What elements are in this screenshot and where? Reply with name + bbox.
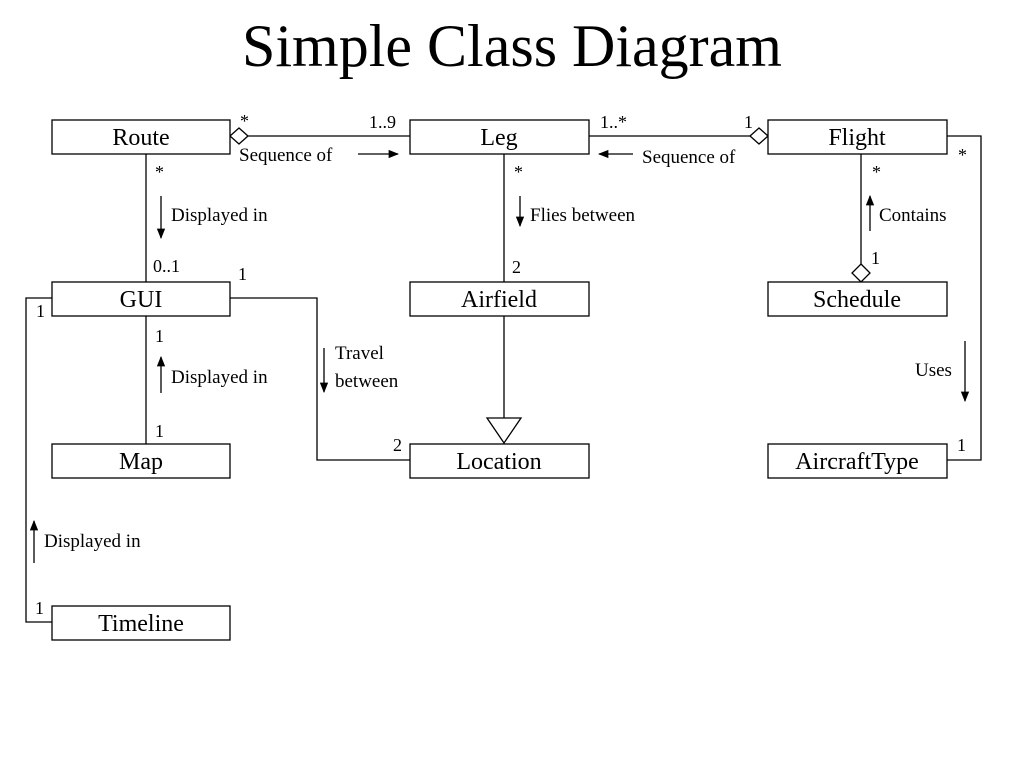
class-name-flight: Flight (828, 125, 886, 151)
multiplicity: 2 (512, 257, 521, 277)
multiplicity: 1 (155, 326, 164, 346)
gui-location-association (230, 297, 410, 461)
gui-timeline-association (25, 297, 52, 623)
class-box-aircrafttype (767, 443, 948, 479)
multiplicity: 1 (238, 264, 247, 284)
flight-schedule-label: Contains (879, 205, 947, 226)
class-box-airfield (409, 281, 590, 317)
class-name-timeline: Timeline (98, 611, 184, 637)
gui-location-label-line1: Travel (335, 343, 384, 364)
diagram-title: Simple Class Diagram (242, 13, 782, 79)
route-aggregation-diamond (229, 127, 249, 145)
multiplicity: 1 (957, 435, 966, 455)
class-name-map: Map (119, 449, 163, 475)
multiplicity: 1..* (600, 112, 627, 132)
class-box-schedule (767, 281, 948, 317)
multiplicity: 1 (35, 598, 44, 618)
class-name-schedule: Schedule (813, 287, 901, 313)
multiplicity: * (872, 162, 881, 182)
multiplicity: * (958, 145, 967, 165)
multiplicity: 1 (155, 421, 164, 441)
class-box-location (409, 443, 590, 479)
multiplicity: 1 (36, 301, 45, 321)
multiplicity: 0..1 (153, 256, 180, 276)
multiplicity: * (155, 162, 164, 182)
class-box-route (51, 119, 231, 155)
class-name-airfield: Airfield (461, 287, 537, 313)
class-box-timeline (51, 605, 231, 641)
gui-timeline-label: Displayed in (44, 531, 141, 552)
flight-aircrafttype-label: Uses (915, 360, 952, 381)
leg-airfield-label: Flies between (530, 205, 636, 226)
class-box-flight (767, 119, 948, 155)
class-name-leg: Leg (480, 125, 517, 151)
schedule-aggregation-diamond (851, 263, 871, 283)
class-box-leg (409, 119, 590, 155)
flight-aircrafttype-association (947, 135, 982, 461)
gui-location-label-line2: between (335, 371, 399, 392)
generalization-triangle (485, 417, 523, 445)
class-box-map (51, 443, 231, 479)
multiplicity: * (240, 111, 249, 131)
route-gui-label: Displayed in (171, 205, 268, 226)
multiplicity: 1 (744, 112, 753, 132)
flight-leg-label: Sequence of (642, 147, 736, 168)
multiplicity: 1..9 (369, 112, 396, 132)
route-leg-label: Sequence of (239, 145, 333, 166)
multiplicity: 2 (393, 435, 402, 455)
gui-map-label: Displayed in (171, 367, 268, 388)
class-name-gui: GUI (120, 287, 163, 313)
class-name-route: Route (112, 125, 169, 151)
multiplicity: 1 (871, 248, 880, 268)
class-name-location: Location (456, 449, 541, 475)
class-name-aircrafttype: AircraftType (795, 449, 919, 475)
flight-aggregation-diamond (749, 127, 769, 145)
class-box-gui (51, 281, 231, 317)
multiplicity: * (514, 162, 523, 182)
